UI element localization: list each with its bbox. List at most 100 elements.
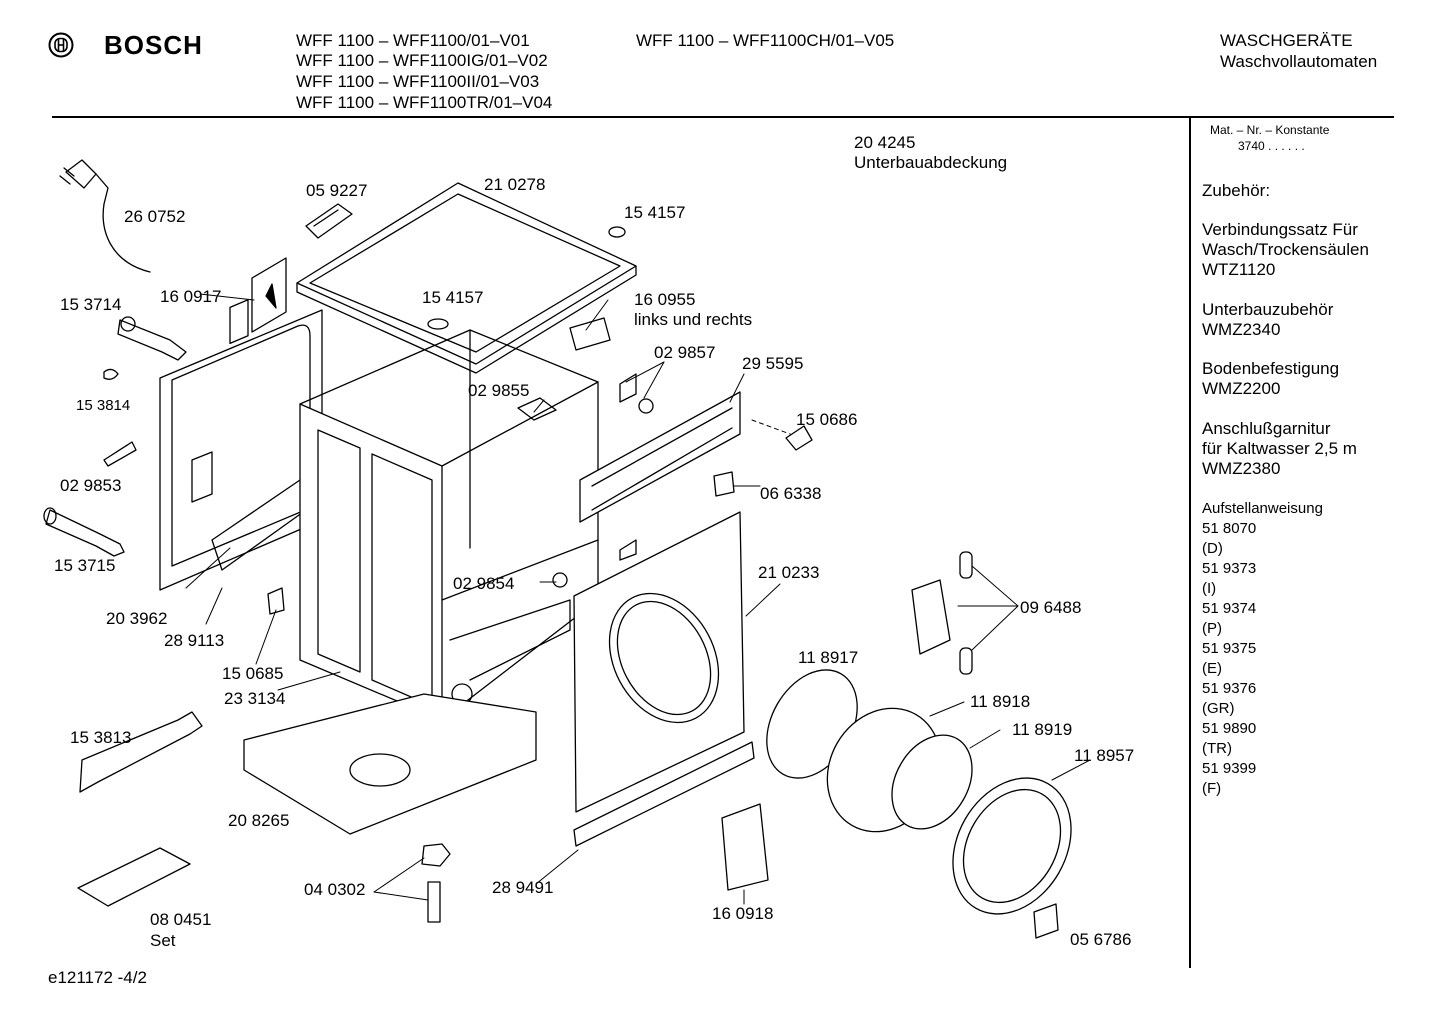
part-number-label: 16 0955 bbox=[634, 290, 696, 309]
grip-part bbox=[714, 472, 734, 496]
part-number-label: 29 5595 bbox=[742, 354, 804, 373]
base-plate-part bbox=[244, 694, 536, 834]
part-number-label: 02 9854 bbox=[453, 574, 515, 593]
transport-bracket-part bbox=[78, 848, 190, 906]
accessory-3-line-2: WMZ2200 bbox=[1202, 379, 1281, 398]
model-line-5: WFF 1100 – WFF1100CH/01–V05 bbox=[636, 31, 895, 50]
part-number-label: 28 9113 bbox=[164, 631, 225, 650]
part-number-label: 15 0685 bbox=[222, 664, 284, 683]
grommet-part bbox=[553, 573, 567, 587]
brand-name: BOSCH bbox=[104, 30, 203, 60]
accessory-4-line-1: Anschlußgarnitur bbox=[1202, 419, 1331, 438]
accessory-2-line-2: WMZ2340 bbox=[1202, 320, 1281, 339]
part-number-label: 16 0917 bbox=[160, 287, 222, 306]
bracket-part bbox=[518, 398, 556, 420]
instruction-item: (TR) bbox=[1202, 740, 1232, 757]
door-lock-part bbox=[722, 804, 768, 890]
instruction-item: 51 9890 bbox=[1202, 720, 1257, 737]
part-number-label: 23 3134 bbox=[224, 689, 286, 708]
part-number-label: 11 8957 bbox=[1074, 746, 1135, 765]
part-number-label: 02 9857 bbox=[654, 343, 716, 362]
switch-part bbox=[268, 588, 284, 614]
instruction-item: (D) bbox=[1202, 540, 1223, 557]
instruction-item: 51 8070 bbox=[1202, 520, 1257, 537]
part-note-label: links und rechts bbox=[634, 310, 753, 329]
part-number-label: 06 6338 bbox=[760, 484, 822, 503]
power-cord-part bbox=[60, 160, 150, 272]
front-panel-part bbox=[574, 512, 744, 812]
leader-lines bbox=[186, 294, 1090, 904]
door-glass-part bbox=[876, 721, 988, 844]
accessory-2-line-1: Unterbauzubehör bbox=[1202, 300, 1334, 319]
accessory-1-line-1: Verbindungssatz Für bbox=[1202, 220, 1358, 239]
part-number-label: 15 3813 bbox=[70, 728, 132, 747]
part-number-label: 20 4245 bbox=[854, 133, 916, 152]
rear-panel-part bbox=[160, 300, 322, 590]
instruction-item: 51 9374 bbox=[1202, 600, 1257, 617]
plinth-part bbox=[574, 742, 754, 846]
part-number-label: 16 0918 bbox=[712, 904, 774, 923]
part-number-label: 02 9853 bbox=[60, 476, 122, 495]
clip-part bbox=[609, 227, 625, 237]
clip-part bbox=[786, 426, 812, 450]
accessory-4-line-2: für Kaltwasser 2,5 m bbox=[1202, 439, 1357, 458]
accessory-3-line-1: Bodenbefestigung bbox=[1202, 359, 1340, 378]
clip-part bbox=[104, 369, 118, 379]
part-number-label: 15 4157 bbox=[624, 203, 686, 222]
part-number-label: 11 8917 bbox=[798, 648, 859, 667]
bracket-part bbox=[620, 374, 636, 402]
part-number-label: 15 3715 bbox=[54, 556, 116, 575]
sidebar-divider bbox=[1189, 118, 1191, 968]
instruction-item: (F) bbox=[1202, 780, 1222, 797]
part-number-label: 15 3714 bbox=[60, 295, 122, 314]
model-line-2: WFF 1100 – WFF1100IG/01–V02 bbox=[296, 51, 548, 70]
part-number-label: 05 9227 bbox=[306, 181, 368, 200]
part-number-label: 20 8265 bbox=[228, 811, 290, 830]
bracket-part bbox=[570, 318, 610, 350]
instruction-item: 51 9399 bbox=[1202, 760, 1257, 777]
instruction-item: 51 9373 bbox=[1202, 560, 1257, 577]
part-number-label: 15 3814 bbox=[76, 397, 131, 414]
part-number-label: 02 9855 bbox=[468, 381, 530, 400]
model-line-3: WFF 1100 – WFF1100II/01–V03 bbox=[296, 72, 540, 91]
accessory-4-line-3: WMZ2380 bbox=[1202, 459, 1281, 478]
top-cover-part bbox=[297, 183, 636, 373]
part-note-label: Set bbox=[150, 931, 176, 950]
document-id: e121172 -4/2 bbox=[48, 968, 147, 987]
part-number-label: 28 9491 bbox=[492, 878, 554, 897]
handle-part bbox=[306, 204, 352, 238]
part-number-label: 08 0451 bbox=[150, 910, 212, 929]
accessory-1-line-3: WTZ1120 bbox=[1202, 260, 1276, 279]
part-number-label: 21 0278 bbox=[484, 175, 546, 194]
part-number-label: 04 0302 bbox=[304, 880, 366, 899]
bracket-part bbox=[104, 442, 136, 466]
part-number-label: 09 6488 bbox=[1020, 598, 1082, 617]
nut-part bbox=[422, 844, 450, 866]
instruction-item: (I) bbox=[1202, 580, 1217, 597]
exploded-parts-diagram bbox=[0, 0, 1190, 1019]
hose-valve-part bbox=[118, 320, 186, 360]
part-number-label: 26 0752 bbox=[124, 207, 186, 226]
category-title: WASCHGERÄTE bbox=[1220, 31, 1353, 50]
header-divider bbox=[52, 116, 1394, 118]
hinge-part bbox=[912, 580, 950, 654]
bracket-part bbox=[620, 540, 636, 560]
part-name-label: Unterbauabdeckung bbox=[854, 153, 1008, 172]
door-catch-part bbox=[1034, 904, 1058, 938]
part-number-label: 21 0233 bbox=[758, 563, 820, 582]
part-number-label: 05 6786 bbox=[1070, 930, 1132, 949]
cabinet-frame-part bbox=[300, 330, 598, 720]
model-line-4: WFF 1100 – WFF1100TR/01–V04 bbox=[296, 93, 553, 112]
part-number-label: 15 4157 bbox=[422, 288, 484, 307]
part-number-label: 15 0686 bbox=[796, 410, 858, 429]
inlet-valve-part bbox=[46, 510, 124, 556]
instruction-item: (GR) bbox=[1202, 700, 1235, 717]
instruction-item: (P) bbox=[1202, 620, 1222, 637]
part-number-label: 11 8919 bbox=[1012, 720, 1073, 739]
accessory-1-line-2: Wasch/Trockensäulen bbox=[1202, 240, 1369, 259]
mat-number-value: 3740 . . . . . . bbox=[1238, 139, 1305, 153]
wrench-part bbox=[80, 712, 202, 792]
instructions-title: Aufstellanweisung bbox=[1202, 500, 1323, 517]
instruction-item: (E) bbox=[1202, 660, 1222, 677]
part-number-label: 20 3962 bbox=[106, 609, 168, 628]
